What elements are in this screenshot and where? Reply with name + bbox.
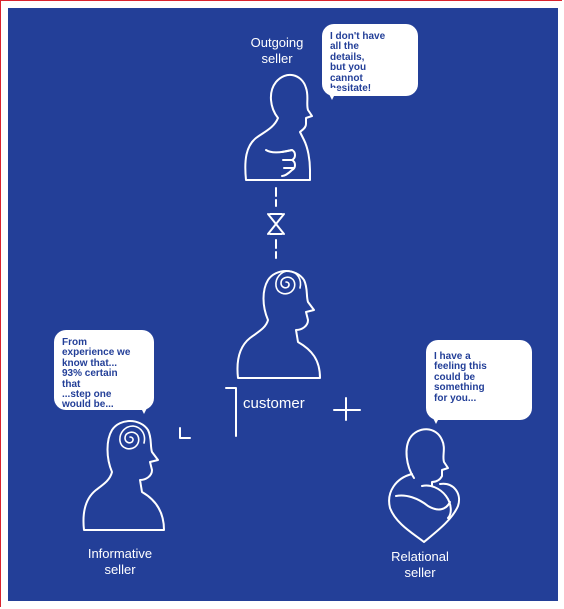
customer-silhouette (236, 270, 321, 379)
relational-seller-speech-bubble: I have a feeling this could be something… (426, 340, 532, 420)
informative-seller-silhouette (82, 420, 165, 531)
outgoing-seller-label: Outgoing seller (232, 35, 322, 67)
outgoing-seller-bubble-tail (326, 88, 338, 100)
informative-seller-label-line1: Informative (87, 546, 153, 561)
diagram-panel (8, 8, 558, 601)
relational-seller-bubble-tail (430, 412, 442, 424)
customer-bracket-icon (225, 387, 237, 437)
relational-seller-head (405, 428, 449, 487)
outgoing-seller-silhouette (244, 73, 313, 181)
informative-seller-bubble-text: From experience we know that... 93% cert… (62, 337, 131, 410)
outgoing-seller-figure (244, 73, 313, 181)
informative-spiral-icon (119, 425, 146, 450)
relational-seller-label-line2: seller (404, 565, 436, 580)
relational-seller-bubble-text: I have a feeling this could be something… (434, 351, 487, 404)
informative-seller-label-line2: seller (104, 562, 136, 577)
outgoing-seller-arm (265, 149, 296, 177)
outgoing-seller-label-line1: Outgoing (250, 35, 304, 50)
corner-angle-symbol (179, 427, 191, 439)
informative-seller-bubble-tail (138, 402, 150, 414)
customer-spiral-icon (275, 270, 302, 295)
outgoing-seller-speech-bubble: I don't have all the details, but you ca… (322, 24, 418, 96)
informative-seller-speech-bubble: From experience we know that... 93% cert… (54, 330, 154, 410)
informative-seller-figure (82, 420, 165, 531)
relational-seller-label-line1: Relational (391, 549, 449, 564)
customer-label: customer (243, 395, 305, 412)
customer-figure (236, 270, 321, 379)
informative-seller-label: Informative seller (70, 546, 170, 578)
relational-seller-arms (395, 484, 452, 519)
plus-symbol (333, 397, 361, 421)
outgoing-seller-bubble-text: I don't have all the details, but you ca… (330, 31, 386, 95)
outgoing-seller-label-line2: seller (261, 51, 293, 66)
relational-seller-label: Relational seller (372, 549, 468, 581)
outgoing-seller-hand (281, 149, 294, 169)
outgoing-connector (267, 187, 285, 259)
cross-x-symbol (267, 213, 285, 235)
relational-seller-body (388, 473, 460, 543)
relational-seller-figure (388, 428, 460, 543)
